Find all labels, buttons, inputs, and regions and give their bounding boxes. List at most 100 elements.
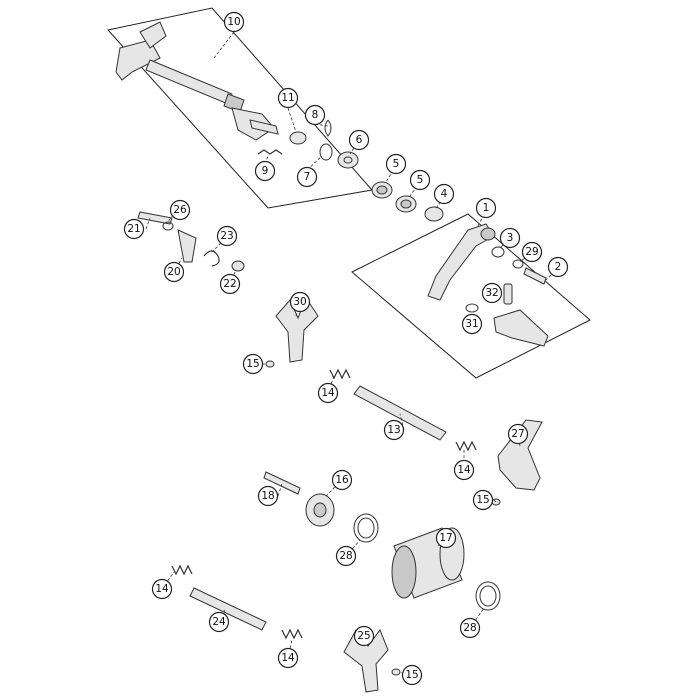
callout-15b: 15: [472, 489, 494, 511]
svg-text:4: 4: [441, 188, 448, 200]
svg-text:5: 5: [417, 174, 424, 186]
callout-16: 16: [331, 469, 353, 491]
callout-24: 24: [208, 611, 230, 633]
svg-text:7: 7: [304, 171, 311, 183]
shift-shaft: [115, 21, 279, 141]
svg-text:25: 25: [357, 630, 370, 642]
callout-20: 20: [163, 261, 185, 283]
svg-text:14: 14: [321, 387, 335, 399]
callout-30: 30: [289, 291, 311, 313]
callout-17: 17: [435, 527, 457, 549]
callout-2: 2: [547, 256, 569, 278]
callout-29: 29: [521, 241, 543, 263]
callout-27: 27: [507, 423, 529, 445]
fork-shaft-24: [189, 587, 267, 631]
callout-31: 31: [461, 313, 483, 335]
callout-5b: 5: [409, 169, 431, 191]
callout-28b: 28: [459, 617, 481, 639]
svg-text:6: 6: [356, 134, 363, 146]
shift-pedal-tip: [493, 309, 549, 347]
callout-15c: 15: [401, 664, 423, 686]
svg-text:28: 28: [463, 622, 476, 634]
svg-text:32: 32: [485, 287, 498, 299]
spring-14a: [329, 368, 351, 380]
pin-15a: [265, 360, 275, 368]
spring-14c: [171, 564, 193, 576]
spring-9: [257, 149, 283, 155]
spring-23: [203, 250, 220, 267]
svg-text:15: 15: [476, 494, 489, 506]
svg-text:14: 14: [281, 652, 295, 664]
callout-21: 21: [123, 218, 145, 240]
fork-shaft-13: [353, 385, 447, 441]
svg-text:21: 21: [127, 223, 140, 235]
svg-text:31: 31: [465, 318, 478, 330]
svg-text:24: 24: [212, 616, 226, 628]
callout-28a: 28: [335, 545, 357, 567]
svg-text:13: 13: [387, 424, 400, 436]
clip-31: [465, 303, 479, 313]
shift-drum-locator-16: [305, 493, 335, 527]
bolt-2: [523, 267, 547, 285]
callout-7: 7: [296, 166, 318, 188]
pin-32: [503, 283, 513, 305]
svg-text:14: 14: [457, 464, 471, 476]
bearing-5a: [371, 181, 393, 199]
callout-22: 22: [219, 273, 241, 295]
svg-text:1: 1: [483, 202, 490, 214]
svg-text:29: 29: [525, 246, 538, 258]
svg-text:20: 20: [167, 266, 180, 278]
callout-18: 18: [257, 485, 279, 507]
shift-fork-27: [497, 419, 543, 491]
svg-text:17: 17: [439, 532, 452, 544]
svg-text:3: 3: [507, 232, 514, 244]
spring-14d: [281, 628, 303, 640]
svg-text:15: 15: [246, 358, 259, 370]
svg-text:16: 16: [335, 474, 349, 486]
pin-15c: [391, 668, 401, 676]
svg-text:14: 14: [155, 583, 169, 595]
svg-text:8: 8: [312, 109, 319, 121]
callout-6: 6: [348, 129, 370, 151]
bearing-5b: [395, 195, 417, 213]
svg-text:10: 10: [227, 16, 240, 28]
callout-9: 9: [254, 160, 276, 182]
shift-pawl-20: [177, 229, 197, 263]
bearing-28b: [475, 581, 501, 611]
roller-22: [231, 260, 245, 272]
svg-text:11: 11: [281, 92, 294, 104]
svg-text:2: 2: [555, 261, 562, 273]
washer-3: [491, 246, 505, 258]
bolt-18: [263, 471, 301, 495]
bolt-21: [137, 211, 173, 225]
callout-32: 32: [481, 282, 503, 304]
svg-text:18: 18: [261, 490, 274, 502]
svg-text:27: 27: [511, 428, 524, 440]
shift-lever-1: [427, 223, 496, 301]
bearing-28a: [353, 513, 379, 543]
svg-text:23: 23: [220, 230, 233, 242]
callout-25: 25: [353, 625, 375, 647]
callout-11: 11: [277, 87, 299, 109]
bushing-11: [289, 131, 307, 145]
svg-text:26: 26: [173, 204, 187, 216]
svg-text:9: 9: [262, 165, 269, 177]
callout-5a: 5: [385, 153, 407, 175]
callout-15a: 15: [242, 353, 264, 375]
callout-14c: 14: [151, 578, 173, 600]
callout-3: 3: [499, 227, 521, 249]
callout-14b: 14: [453, 459, 475, 481]
svg-text:15: 15: [405, 669, 418, 681]
svg-text:5: 5: [393, 158, 400, 170]
callout-14d: 14: [277, 647, 299, 669]
callout-13: 13: [383, 419, 405, 441]
callout-23: 23: [216, 225, 238, 247]
callout-4: 4: [433, 183, 455, 205]
washer-29: [512, 259, 524, 269]
washer-6: [337, 151, 359, 169]
shift-lever-group-frame: [351, 213, 591, 379]
leader-lines: [145, 31, 559, 675]
callout-26: 26: [169, 199, 191, 221]
washer-26: [162, 221, 174, 231]
